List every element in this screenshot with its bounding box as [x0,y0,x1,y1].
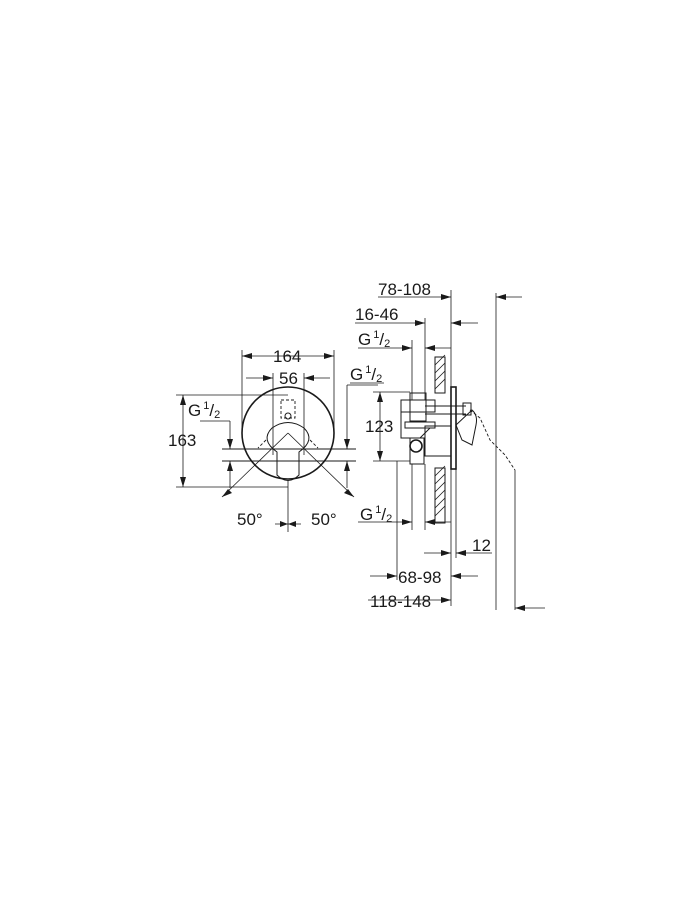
dim-depth-overall: 118-148 [370,592,432,611]
dim-depth-body: 68-98 [398,568,442,587]
dim-height: 163 [168,431,197,450]
front-view [176,350,378,532]
dim-depth-total: 78-108 [378,280,431,299]
side-view [350,290,545,611]
dim-width-inner: 56 [279,369,298,388]
dim-width-outer: 164 [273,347,302,366]
angle-right: 50° [311,510,337,529]
dim-plate: 12 [472,536,491,555]
cartridge-hidden [280,399,296,419]
angle-left: 50° [237,510,263,529]
dim-depth-mid: 16-46 [355,305,399,324]
dim-side-height: 123 [365,417,394,436]
lever-outline [455,409,477,446]
